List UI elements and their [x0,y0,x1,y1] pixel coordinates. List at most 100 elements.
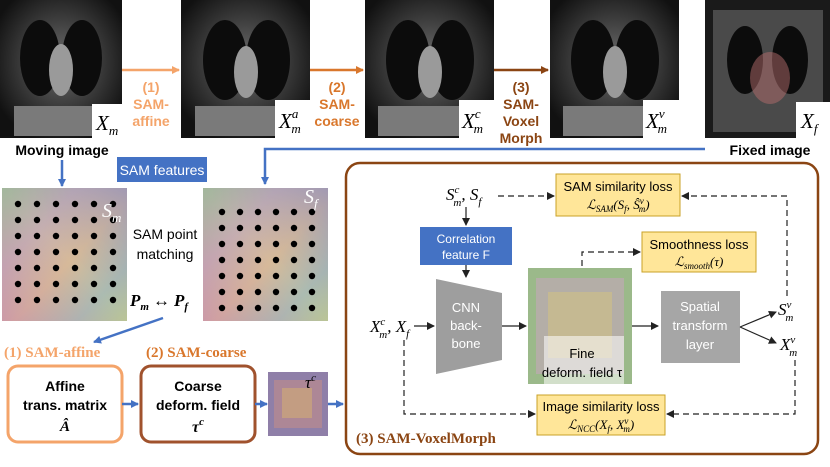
matching-label-b: matching [137,246,194,262]
sam-point [254,288,262,296]
sam-point [236,240,244,248]
sam-point [52,200,60,208]
affine-box-line1: Affine [45,378,85,394]
affine-section-title: (1) SAM-affine [4,345,101,361]
stn-line2: transform [673,318,728,333]
sam-point [33,216,41,224]
sam-point [290,224,298,232]
sam-point [109,232,117,240]
sam-point [90,232,98,240]
sam-point [236,256,244,264]
svg-text:affine: affine [132,113,170,129]
fixed-image-label: Fixed image [730,142,811,158]
sam-point [308,256,316,264]
sam-point [71,296,79,304]
sam-point [33,280,41,288]
spatial-transform-box [661,291,740,363]
label-s-f: Sf [304,186,320,211]
cnn-line1: CNN [452,300,480,315]
sam-point [109,216,117,224]
sam-point [109,264,117,272]
smooth-loss-title: Smoothness loss [650,237,749,252]
dash-x-to-imgloss [403,340,536,418]
corr-line2: feature F [442,248,490,262]
sam-point [90,248,98,256]
sam-point [272,224,280,232]
sam-point [71,280,79,288]
sam-point [71,232,79,240]
sam-point [71,216,79,224]
svg-text:SAM-: SAM- [319,96,355,112]
sam-point [90,280,98,288]
sam-point [90,200,98,208]
sam-point [109,296,117,304]
fine-deformation-field [528,268,632,384]
sam-point [52,296,60,304]
coarse-box-line2: deform. field [156,397,240,413]
sam-point [290,256,298,264]
arrow-fixed-to-sf [261,147,705,185]
sam-point [236,272,244,280]
sam-point [254,240,262,248]
sam-point [14,248,22,256]
coarse-section-title: (2) SAM-coarse [146,345,247,361]
sam-point [90,264,98,272]
sam-point [33,248,41,256]
cnn-line3: bone [452,336,481,351]
matching-bg [127,222,203,268]
affine-box-line2: trans. matrix [23,397,107,413]
sam-point [272,288,280,296]
ct-image-fixed [705,0,830,138]
sam-point [236,224,244,232]
svg-text:(3): (3) [512,79,529,95]
sam-features-label: SAM features [120,162,205,178]
svg-text:SAM-: SAM- [133,96,169,112]
svg-text:coarse: coarse [314,113,359,129]
coarse-box-line1: Coarse [174,378,222,394]
stn-line3: layer [686,337,715,352]
sam-point [33,296,41,304]
stn-line1: Spatial [680,299,720,314]
fine-line2: deform. field τ [542,365,623,380]
ct-image-affine [181,0,310,138]
fine-line1: Fine [569,346,594,361]
sam-point [71,248,79,256]
ct-image-moving [0,0,122,138]
ct-image-coarse [365,0,494,138]
sam-point [14,296,22,304]
sam-feature-map-moving [2,188,127,321]
sam-point [109,248,117,256]
label-x-m: Xm [95,111,118,138]
svg-text:Morph: Morph [500,130,543,146]
sam-loss-title: SAM similarity loss [563,179,673,194]
sam-point [14,200,22,208]
affine-box-line3: Â [59,418,70,435]
coarse-deformation-thumbnail [268,372,328,436]
svg-text:SAM-: SAM- [503,96,539,112]
sam-point [218,208,226,216]
label-x-f: Xf [800,109,820,136]
svg-text:Voxel: Voxel [503,113,539,129]
sam-point [109,280,117,288]
sam-point [218,304,226,312]
dash-field-to-smooth [581,248,641,266]
sam-point [290,240,298,248]
sam-point [52,264,60,272]
smooth-loss-box [641,231,757,273]
sam-point [308,240,316,248]
step3-label: (3) SAM- Voxel Morph [500,79,543,146]
pm-pf-bg [127,288,203,314]
sam-point [14,216,22,224]
dash-sout-to-samloss [681,192,788,296]
sam-point [290,288,298,296]
sam-point [236,304,244,312]
sam-point [52,216,60,224]
pm-pf-correspondence: Pm↔Pf [129,291,189,313]
sam-points-fixed [218,208,316,312]
